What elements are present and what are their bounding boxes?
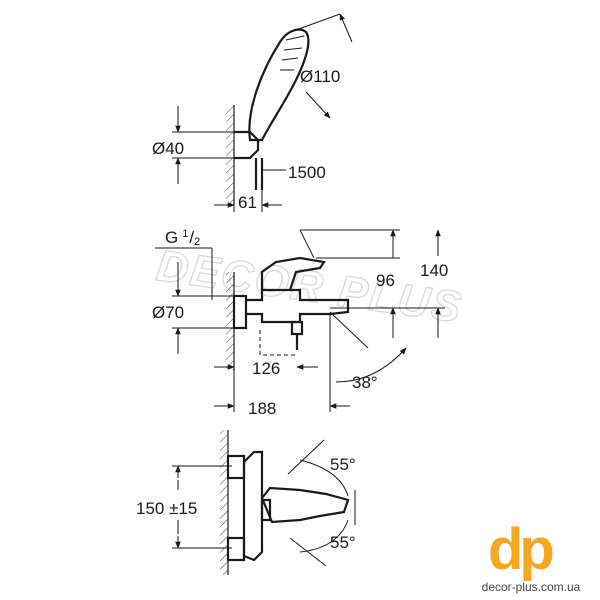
- dim-spout-height-small: 96: [376, 271, 395, 290]
- dim-mixer-diameter: Ø70: [152, 303, 184, 322]
- dim-holder-diameter: Ø40: [152, 139, 184, 158]
- dim-spout-projection: 188: [248, 399, 276, 418]
- dim-spout-height-large: 140: [420, 261, 448, 280]
- mixer-top-view: [172, 430, 356, 575]
- brand-url[interactable]: decor-plus.com.ua: [481, 580, 581, 594]
- dim-outlet-offset: 126: [252, 359, 280, 378]
- watermark: DECOR PLUS: [154, 241, 466, 332]
- dim-lever-angle-up: 55°: [330, 455, 356, 474]
- logo-mark: dp: [488, 517, 555, 582]
- handshower-view: [172, 13, 353, 212]
- dim-holder-projection: 61: [238, 193, 257, 212]
- dim-spout-angle: 38°: [352, 373, 378, 392]
- dim-lever-angle-down: 55°: [330, 533, 356, 552]
- dim-connection-centres: 150 ±15: [136, 499, 197, 518]
- dim-hose-length: 1500: [288, 163, 326, 182]
- brand-logo[interactable]: dp decor-plus.com.ua: [470, 520, 592, 600]
- mixer-side-view: [155, 229, 445, 412]
- dim-handshower-head: Ø110: [300, 67, 340, 86]
